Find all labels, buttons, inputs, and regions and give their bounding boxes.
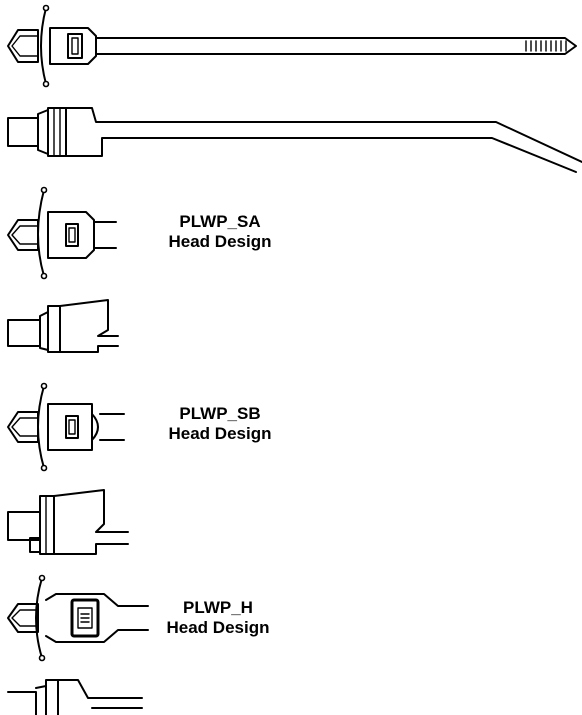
plwp-sa-top-view (7, 186, 117, 280)
plwp-sa-side-view (7, 299, 119, 353)
plwp-h-top-view (7, 574, 149, 662)
label-plwp-sb-desc: Head Design (168, 424, 272, 443)
plwp-sb-top-view (7, 382, 125, 472)
plwp-h-side-view (7, 679, 143, 715)
full-tie-top-view (7, 4, 577, 88)
label-plwp-sa-desc: Head Design (168, 232, 272, 251)
label-plwp-h: PLWP_H Head Design (138, 598, 298, 638)
label-plwp-h-name: PLWP_H (183, 598, 253, 617)
label-plwp-h-desc: Head Design (166, 618, 270, 637)
label-plwp-sb: PLWP_SB Head Design (140, 404, 300, 444)
full-tie-side-view (7, 107, 582, 173)
label-plwp-sa-name: PLWP_SA (179, 212, 261, 231)
label-plwp-sb-name: PLWP_SB (179, 404, 261, 423)
label-plwp-sa: PLWP_SA Head Design (140, 212, 300, 252)
plwp-sb-side-view (7, 489, 129, 555)
